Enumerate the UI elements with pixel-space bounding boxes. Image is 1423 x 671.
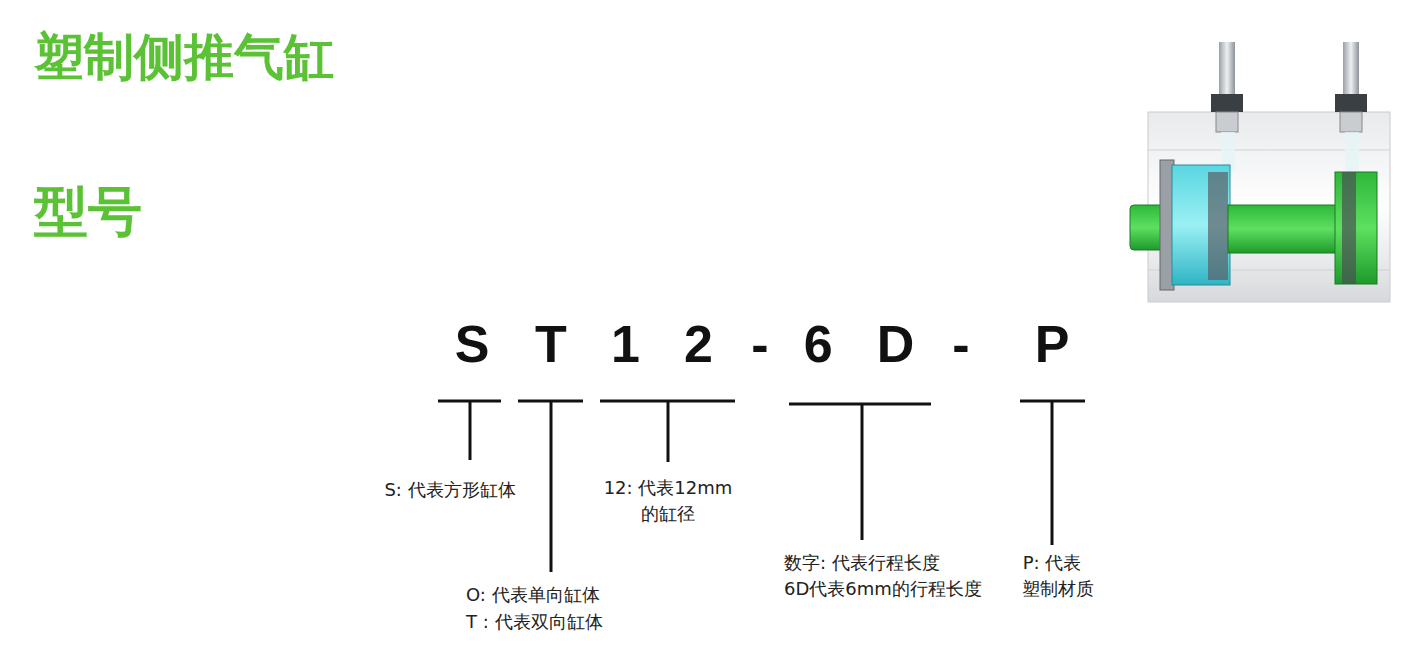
model-code: -: [952, 318, 969, 370]
model-code: -: [751, 318, 768, 370]
code-description: S: 代表方形缸体: [384, 477, 515, 503]
model-code: T: [535, 318, 567, 370]
code-description: 12: 代表12mm 的缸径: [603, 475, 733, 527]
code-description: O: 代表单向缸体: [466, 582, 600, 608]
model-code: 12: [567, 318, 757, 370]
code-description: 数字: 代表行程长度 6D代表6mm的行程长度: [784, 550, 940, 602]
model-code: 6D: [760, 318, 958, 370]
title: 塑制侧推气缸: [34, 30, 334, 85]
code-description: T : 代表双向缸体: [466, 609, 603, 635]
section-heading: 型号: [34, 182, 142, 241]
model-code: S: [455, 318, 490, 370]
model-code: P: [1035, 318, 1070, 370]
code-description: P: 代表 塑制材质: [1022, 550, 1082, 602]
